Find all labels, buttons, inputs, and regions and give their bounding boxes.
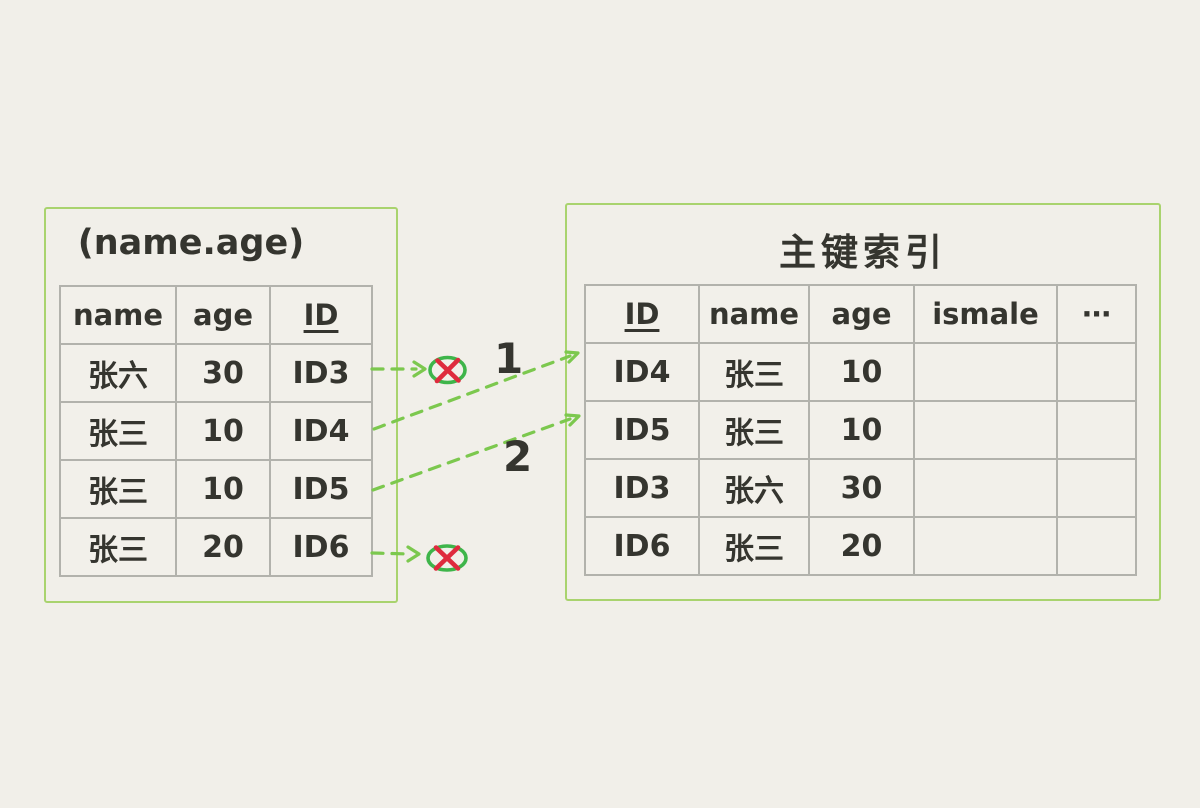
lookup-arrow-id5 [371, 413, 581, 492]
col-header-ellipsis: ⋯ [1056, 284, 1137, 344]
cell-ismale [913, 342, 1058, 402]
cell-age: 20 [175, 517, 271, 577]
step-2-label: 2 [503, 432, 533, 481]
col-header-name: name [59, 285, 177, 345]
cell-more [1056, 342, 1137, 402]
cell-ismale [913, 400, 1058, 460]
cell-more [1056, 458, 1137, 518]
blocked-x-icon [433, 545, 461, 571]
table-row: ID3 张六 30 [584, 458, 1137, 518]
col-header-id: ID [269, 285, 373, 345]
table-row: ID6 张三 20 [584, 516, 1137, 576]
secondary-index-panel: (name.age) name age ID 张六 30 ID3 张三 10 [44, 207, 398, 603]
table-row: ID4 张三 10 [584, 342, 1137, 402]
arrowhead-icon [406, 545, 421, 563]
table-header-row: name age ID [59, 285, 373, 345]
cell-age: 30 [808, 458, 915, 518]
cell-name: 张三 [698, 400, 810, 460]
cell-id: ID5 [584, 400, 700, 460]
cell-age: 30 [175, 343, 271, 403]
cell-id: ID5 [269, 459, 373, 519]
blocked-x-icon [434, 357, 461, 384]
cell-id: ID4 [584, 342, 700, 402]
table-row: 张六 30 ID3 [59, 343, 373, 403]
col-header-age: age [175, 285, 271, 345]
cell-name: 张六 [59, 343, 177, 403]
cell-age: 10 [808, 400, 915, 460]
blocked-ring-icon [426, 544, 468, 572]
table-row: 张三 10 ID5 [59, 459, 373, 519]
cell-age: 20 [808, 516, 915, 576]
blocked-x-icon [435, 358, 461, 383]
cell-id: ID6 [584, 516, 700, 576]
table-row: 张三 20 ID6 [59, 517, 373, 577]
cell-id: ID6 [269, 517, 373, 577]
cell-id: ID3 [584, 458, 700, 518]
secondary-index-title: (name.age) [77, 223, 305, 263]
cell-more [1056, 400, 1137, 460]
table-row: ID5 张三 10 [584, 400, 1137, 460]
cell-ismale [913, 516, 1058, 576]
cell-id: ID3 [269, 343, 373, 403]
primary-key-index-title: 主键索引 [779, 231, 947, 274]
cell-name: 张三 [698, 342, 810, 402]
secondary-index-table: name age ID 张六 30 ID3 张三 10 ID4 张三 [59, 285, 373, 577]
cell-age: 10 [175, 459, 271, 519]
table-row: 张三 10 ID4 [59, 401, 373, 461]
cell-id: ID4 [269, 401, 373, 461]
cell-name: 张三 [59, 459, 177, 519]
blocked-x-icon [433, 545, 461, 571]
cell-name: 张三 [59, 517, 177, 577]
cell-age: 10 [175, 401, 271, 461]
primary-key-index-table: ID name age ismale ⋯ ID4 张三 10 ID5 张三 [584, 284, 1137, 576]
table-header-row: ID name age ismale ⋯ [584, 284, 1137, 344]
blocked-ring-icon [428, 355, 467, 385]
step-1-label: 1 [494, 334, 524, 383]
col-header-id: ID [584, 284, 700, 344]
cell-name: 张三 [698, 516, 810, 576]
cell-ismale [913, 458, 1058, 518]
primary-key-index-panel: 主键索引 ID name age ismale ⋯ ID4 张三 10 [565, 203, 1161, 601]
cell-name: 张六 [698, 458, 810, 518]
lookup-arrow-id4 [372, 350, 580, 431]
cell-more [1056, 516, 1137, 576]
col-header-ismale: ismale [913, 284, 1058, 344]
arrowhead-icon [412, 360, 427, 378]
col-header-name: name [698, 284, 810, 344]
cell-age: 10 [808, 342, 915, 402]
cell-name: 张三 [59, 401, 177, 461]
col-header-age: age [808, 284, 915, 344]
